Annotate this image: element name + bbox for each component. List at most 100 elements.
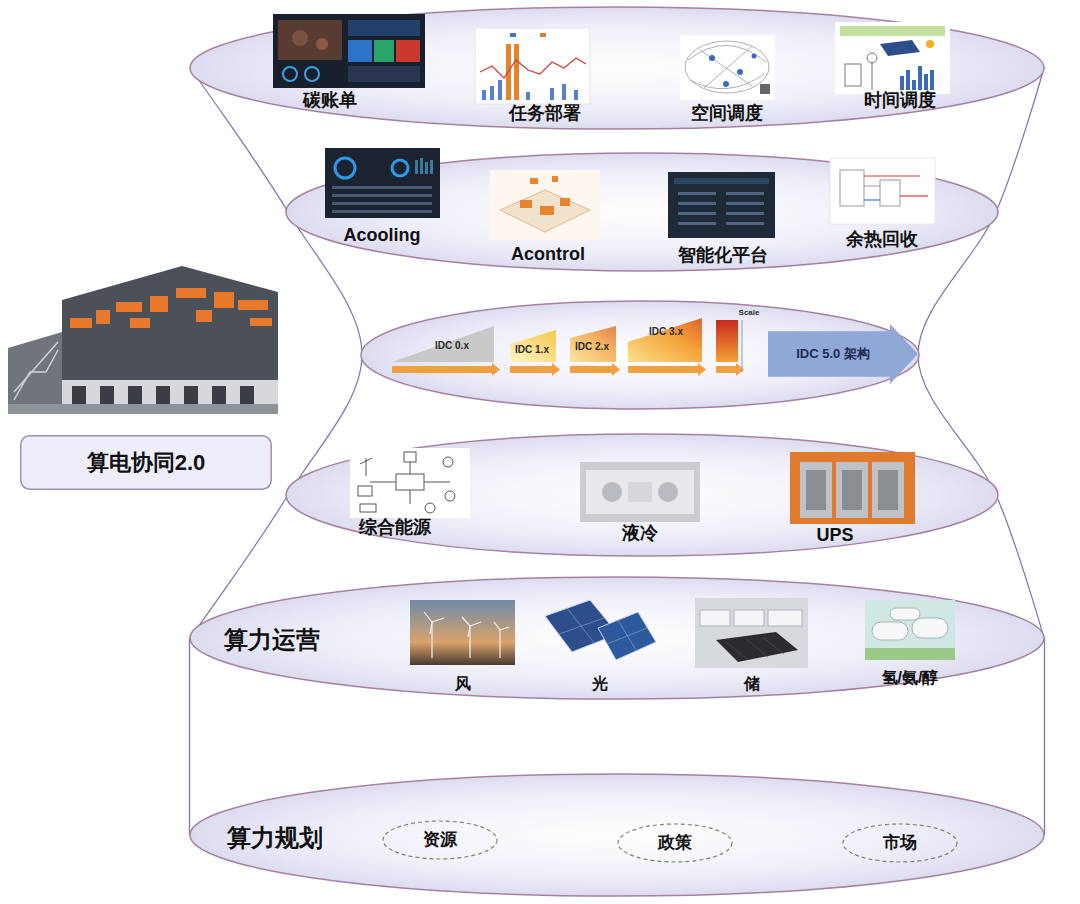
carbon-dashboard-thumb <box>305 67 319 81</box>
heat-recovery-thumb <box>864 199 880 200</box>
time-schedule-thumb <box>835 22 950 94</box>
idc-evolution-chart <box>716 320 738 362</box>
building-illustration <box>8 404 278 414</box>
heat-recovery-thumb <box>840 170 864 206</box>
time-schedule-thumb <box>926 40 934 48</box>
idc-evolution-chart <box>510 366 552 373</box>
acooling-dashboard-thumb <box>332 202 432 205</box>
task-chart-thumb <box>574 90 578 100</box>
carbon-dashboard-thumb <box>273 14 425 88</box>
ups-cabinet-thumb <box>842 470 862 510</box>
acontrol-iso-thumb <box>490 170 600 240</box>
platform-screen-thumb <box>726 222 764 225</box>
ups-cabinet-thumb <box>790 452 915 524</box>
layer-caption: Acontrol <box>511 245 585 265</box>
layer-caption: 算电协同2.0 <box>87 450 206 474</box>
space-network-thumb <box>709 55 715 61</box>
time-schedule-thumb <box>918 66 922 90</box>
space-network-thumb <box>688 45 766 62</box>
liquid-cooling-thumb <box>580 462 700 522</box>
solar-thumb <box>559 608 647 650</box>
wind-thumb <box>424 612 432 622</box>
idc-evolution-chart <box>492 363 500 376</box>
storage-thumb <box>716 632 798 662</box>
cylinder-side <box>1044 638 1045 835</box>
layer-caption: 智能化平台 <box>678 246 768 266</box>
hydrogen-thumb <box>865 600 955 660</box>
platform-screen-thumb <box>668 172 775 238</box>
ellipse-outline <box>190 577 1044 699</box>
space-network-thumb <box>680 35 775 100</box>
energy-diagram-thumb <box>360 458 372 464</box>
liquid-cooling-thumb <box>586 470 694 514</box>
platform-screen-thumb <box>678 212 716 215</box>
space-network-thumb <box>709 54 757 88</box>
layer-caption: 空间调度 <box>691 104 763 124</box>
building-illustration <box>70 318 92 328</box>
ups-cabinet-thumb <box>790 452 915 524</box>
idc-evolution-chart <box>552 363 560 376</box>
heat-recovery-thumb <box>864 175 920 176</box>
building-illustration <box>14 350 58 400</box>
idc-evolution-chart <box>716 366 736 373</box>
ellipse-outline <box>361 301 919 409</box>
ellipse-outline <box>190 774 1044 896</box>
space-network-thumb <box>723 81 729 87</box>
storage-thumb <box>746 639 768 657</box>
layer-caption: 氢/氨/醇 <box>882 669 939 687</box>
time-schedule-thumb <box>835 22 950 94</box>
acontrol-iso-thumb <box>520 176 570 215</box>
wind-thumb <box>500 627 509 630</box>
solar-thumb <box>598 612 656 660</box>
energy-diagram-thumb <box>404 452 416 462</box>
dashed-outline <box>618 824 732 862</box>
wind-thumb <box>432 618 444 622</box>
acooling-dashboard-thumb <box>392 160 408 176</box>
wind-thumb <box>468 626 470 637</box>
energy-diagram-thumb <box>370 482 396 483</box>
carbon-dashboard-thumb <box>396 40 420 62</box>
space-network-thumb <box>752 54 757 59</box>
layer-caption: 政策 <box>658 834 692 853</box>
task-chart-thumb <box>482 80 578 100</box>
space-network-thumb <box>700 50 752 86</box>
acooling-dashboard-thumb <box>425 162 428 174</box>
storage-thumb <box>695 598 808 668</box>
acooling-dashboard-thumb <box>332 186 432 189</box>
hydrogen-thumb <box>865 648 955 660</box>
wind-thumb <box>499 630 500 658</box>
layer-caption: IDC 0.x <box>435 340 469 351</box>
acooling-dashboard-thumb <box>415 158 433 174</box>
platform-screen-thumb <box>726 202 764 205</box>
time-schedule-thumb <box>880 40 920 56</box>
building-illustration <box>130 318 150 328</box>
acontrol-iso-thumb <box>490 170 600 240</box>
storage-thumb <box>700 610 802 626</box>
building-illustration <box>96 310 110 324</box>
space-network-thumb <box>760 84 770 94</box>
idc-evolution-chart <box>628 366 698 373</box>
building-illustration <box>8 266 278 414</box>
layer-caption: IDC 2.x <box>575 341 609 352</box>
storage-thumb <box>762 637 784 654</box>
cylinder-side <box>189 638 190 835</box>
acooling-dashboard-thumb <box>430 160 433 174</box>
energy-diagram-thumb <box>358 486 372 496</box>
solar-thumb <box>559 618 604 634</box>
liquid-cooling-thumb <box>580 462 700 522</box>
solar-thumb <box>607 628 647 644</box>
idc-evolution-chart <box>628 318 702 362</box>
carbon-dashboard-thumb <box>374 40 394 62</box>
platform-screen-thumb <box>668 172 775 238</box>
ellipse-outline <box>286 434 998 556</box>
task-chart-thumb <box>480 58 586 78</box>
ups-cabinet-thumb <box>800 462 904 518</box>
carbon-dashboard-thumb <box>348 40 372 62</box>
energy-diagram-thumb <box>443 457 453 467</box>
space-network-thumb <box>685 41 769 93</box>
layer-caption: UPS <box>816 526 853 546</box>
heat-recovery-thumb <box>864 199 880 200</box>
heat-recovery-thumb <box>830 158 935 224</box>
energy-diagram-thumb <box>445 491 455 501</box>
layer-caption: 碳账单 <box>303 91 357 111</box>
